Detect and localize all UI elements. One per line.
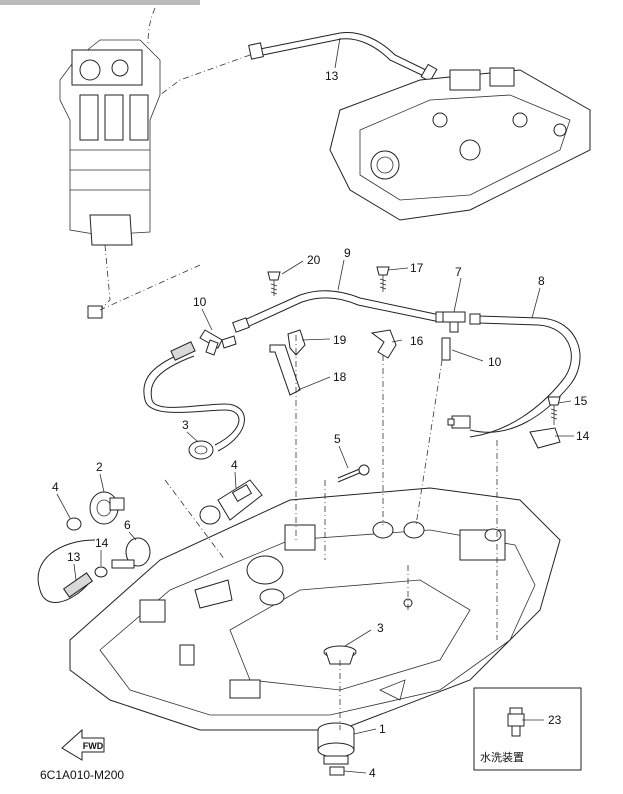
callout-9: 7 [455,265,462,279]
grommet-3-upper [188,440,214,460]
screw-6 [337,464,370,483]
inset-box: 水洗装置 [473,687,582,771]
bolt-17 [547,396,561,425]
fitting-5 [199,479,263,525]
screw-22 [267,271,281,296]
callout-2: 2 [96,460,103,474]
callout-8: 8 [538,274,545,288]
hose-10 [441,337,451,361]
fitting-1 [317,722,355,765]
mounting-plate-drawing [329,67,591,221]
hose-8 [469,313,581,438]
hose-loop-left [143,341,245,452]
tee-fitting-12 [199,329,237,356]
hose-13 [37,539,96,603]
callout-12: 10 [193,295,207,309]
grommet-3-lower [323,645,357,665]
callout-19: 17 [410,261,424,275]
callout-labels: 13 20 12 9 17 7 8 10 19 16 9 10 18 15 3 … [52,69,590,780]
header-strip [0,0,200,5]
bottom-cowling-drawing [69,487,561,731]
callout-1: 1 [379,722,386,736]
screw-19 [376,266,390,292]
clip-4-lower [329,766,345,776]
callout-11-label: 9 [344,246,351,260]
fitting-9 [442,311,466,333]
callout-14-label: 14 [95,536,109,550]
fwd-label: FWD [83,741,104,751]
fitting-7 [111,537,151,569]
callout-22: 20 [307,253,321,267]
power-head-drawing [59,7,161,319]
clip-14 [94,566,108,578]
hose-15 [159,31,471,101]
callout-23: 23 [548,713,562,727]
inset-caption: 水洗装置 [480,751,524,764]
callout-18: 16 [410,334,424,348]
callout-10-label: 10 [488,355,502,369]
diagram-code: 6C1A010-M200 [40,768,124,782]
callout-3-lower: 3 [377,621,384,635]
hose-11 [232,290,449,333]
callout-4-lower-label: 4 [369,766,376,780]
fitting-2 [89,491,125,525]
fwd-arrow-icon: FWD [61,728,105,761]
bracket-18 [370,329,397,359]
clamp-21 [287,329,306,356]
callout-15: 13 [325,69,339,83]
callout-17: 15 [574,394,588,408]
callout-16: 14 [576,429,590,443]
callout-6: 5 [334,432,341,446]
leader-lines [56,37,574,774]
callout-13-label: 13 [67,550,81,564]
bracket-20 [269,344,301,396]
callout-4-upper: 4 [52,480,59,494]
clip-16 [529,427,561,449]
callout-21: 19 [333,333,347,347]
callout-3-upper: 3 [182,418,189,432]
callout-5: 4 [231,458,238,472]
clip-4-upper [66,517,82,531]
callout-20: 18 [333,370,347,384]
callout-7: 6 [124,518,131,532]
connector-hose-end [447,415,471,429]
